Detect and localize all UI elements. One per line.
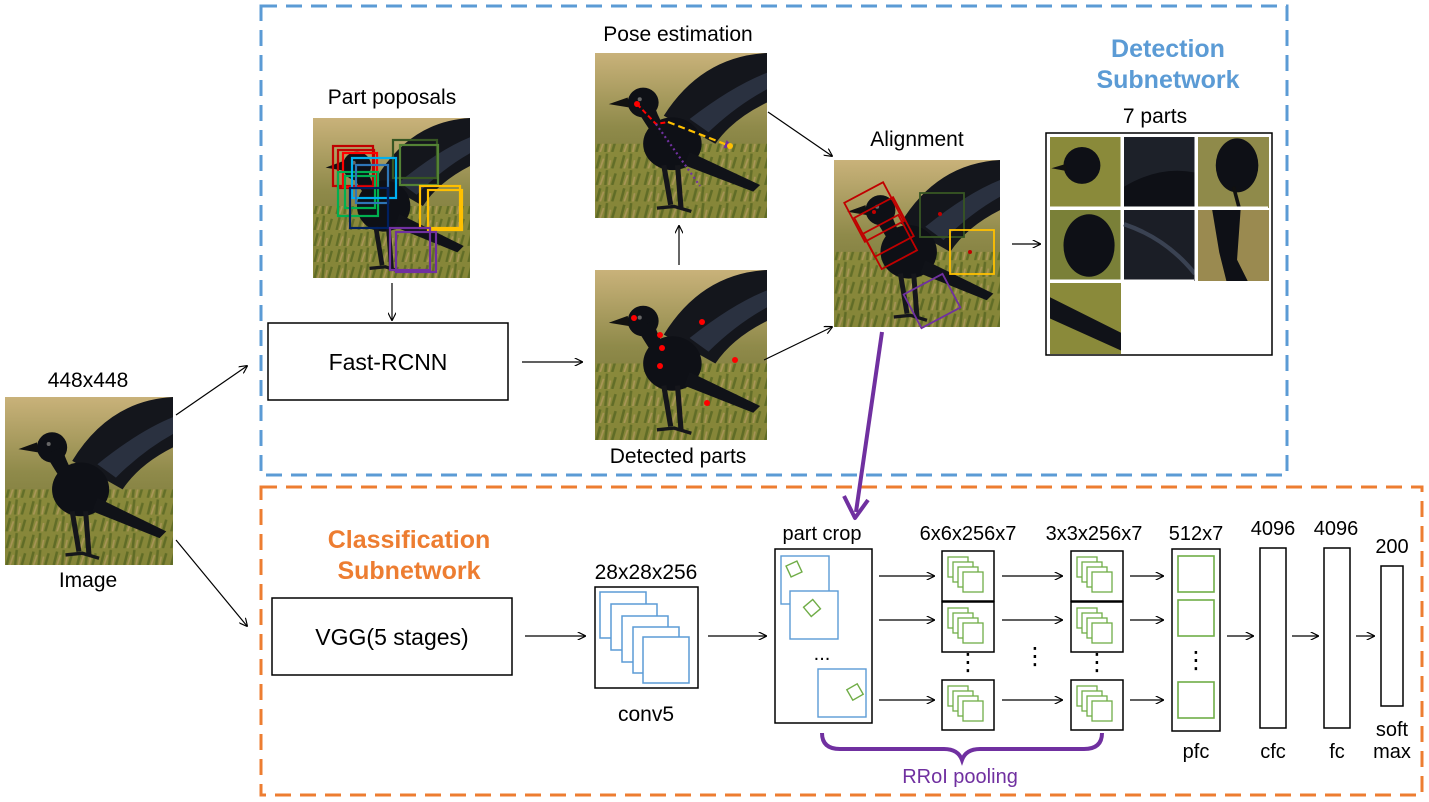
arrow-detected-to-alignment (763, 327, 832, 361)
arrow-pose-to-alignment (767, 111, 832, 156)
pfc-units (1177, 555, 1215, 719)
pfc-label: pfc (1183, 741, 1210, 763)
pfc-size-label: 512x7 (1169, 523, 1224, 545)
rroi-pooling-label: RRoI pooling (902, 766, 1018, 788)
softmax-size-label: 200 (1375, 536, 1408, 558)
vdots-pfc: ⋮ (1184, 647, 1208, 674)
detection-subnetwork-title-2: Subnetwork (1096, 66, 1239, 94)
pose-estimation-label: Pose estimation (603, 23, 752, 46)
rroi-pooling-brace (820, 732, 1104, 766)
cfc-box (1259, 547, 1287, 729)
detection-subnetwork-border (259, 4, 1289, 477)
rroi-row-1 (879, 550, 1163, 602)
fc-box (1323, 547, 1351, 729)
pool-size-1-label: 6x6x256x7 (920, 523, 1017, 545)
pool-size-2-label: 3x3x256x7 (1046, 523, 1143, 545)
detected-parts-label: Detected parts (610, 445, 747, 468)
vdots-pool-1: ⋮ (956, 649, 980, 676)
part-proposals-label: Part poposals (328, 86, 456, 109)
softmax-label-1: soft (1376, 719, 1409, 741)
softmax-box (1380, 565, 1404, 707)
detected-parts-image (595, 270, 767, 440)
input-image (5, 397, 173, 565)
fc-label: fc (1329, 741, 1345, 763)
alignment-image (834, 160, 1000, 328)
detection-subnetwork-title-1: Detection (1111, 35, 1225, 63)
fast-rcnn-box (267, 322, 509, 401)
part-crop-label: part crop (783, 523, 862, 545)
part-proposals-image (313, 118, 470, 278)
pose-estimation-image (595, 53, 767, 218)
conv5-size-label: 28x28x256 (595, 561, 698, 584)
input-size-label: 448x448 (48, 369, 129, 392)
arrow-image-to-vgg (175, 539, 247, 626)
arrow-alignment-to-partcrop-head (842, 495, 870, 520)
cfc-size-label: 4096 (1251, 518, 1296, 540)
classification-subnetwork-title-1: Classification (328, 526, 491, 554)
classification-subnetwork-border (259, 485, 1424, 797)
cfc-label: cfc (1260, 741, 1286, 763)
rroi-row-2 (879, 601, 1163, 653)
arrow-image-to-fastrcnn (175, 366, 247, 416)
vdots-pool-2: ⋮ (1085, 649, 1109, 676)
seven-parts-crops (1050, 137, 1269, 354)
vgg-box (271, 597, 513, 676)
conv5-label: conv5 (618, 703, 674, 726)
part-crop-ellipsis: ... (814, 643, 831, 665)
vgg-label: VGG(5 stages) (315, 624, 468, 650)
arrow-alignment-to-partcrop (854, 331, 884, 513)
softmax-label-2: max (1373, 741, 1411, 763)
seven-parts-label: 7 parts (1123, 105, 1187, 128)
rroi-row-3 (879, 679, 1163, 731)
classification-subnetwork-title-2: Subnetwork (337, 557, 480, 585)
image-label: Image (59, 569, 117, 592)
part-crop-maps (780, 555, 867, 718)
vdots-between: ⋮ (1023, 643, 1047, 670)
conv5-feature-maps (599, 591, 690, 684)
fast-rcnn-label: Fast-RCNN (329, 349, 448, 375)
alignment-label: Alignment (870, 128, 964, 151)
fc-size-label: 4096 (1314, 518, 1359, 540)
